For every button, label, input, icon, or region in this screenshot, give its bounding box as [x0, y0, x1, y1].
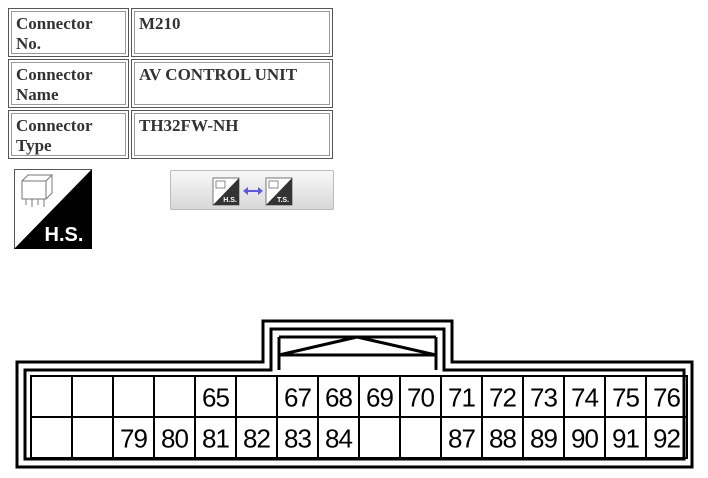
pin-cavity [30, 375, 73, 418]
pin-number: 65 [202, 383, 229, 413]
pin-number: 81 [202, 424, 229, 454]
pin-number: 73 [530, 383, 557, 413]
pin-number: 88 [489, 424, 516, 454]
connector-no-value: M210 [134, 11, 330, 54]
hs-icon-label: H.S. [45, 224, 84, 246]
pin-number: 90 [571, 424, 598, 454]
lock-tab [277, 335, 438, 370]
pin-number: 83 [284, 424, 311, 454]
pin-number: 70 [407, 383, 434, 413]
connector-no-label-cell: Connector No. [8, 8, 129, 57]
pin-number: 75 [612, 383, 639, 413]
connector-sketch-icon [21, 174, 54, 207]
pin-number: 76 [653, 383, 680, 413]
connector-type-value: TH32FW-NH [134, 113, 330, 156]
pin-cavity [30, 416, 73, 459]
toggle-graphic: H.S. T.S. [212, 177, 293, 206]
pin-cavity [153, 375, 196, 418]
connector-housing-outline [15, 319, 694, 469]
connector-face-diagram: 65 67 68 69 70 71 72 73 74 75 76 79 80 81 82 83 84 87 88 89… [15, 319, 694, 469]
pin-number: 68 [325, 383, 352, 413]
swap-arrow-icon [243, 187, 263, 195]
pin-cavity [71, 416, 114, 459]
pin-number: 79 [120, 424, 147, 454]
pin-cavity [645, 416, 688, 459]
ts-mini-label: T.S. [277, 197, 289, 204]
pin-number: 80 [161, 424, 188, 454]
connector-no-label: Connector No. [11, 11, 126, 54]
pin-number: 87 [448, 424, 475, 454]
connector-type-value-cell: TH32FW-NH [131, 110, 333, 159]
pin-number: 91 [612, 424, 639, 454]
hs-ts-toggle-button[interactable]: H.S. T.S. [170, 170, 334, 210]
pin-cavity [71, 375, 114, 418]
pin-number: 92 [653, 424, 680, 454]
connector-type-label: Connector Type [11, 113, 126, 156]
pin-cavity [235, 375, 278, 418]
hs-mini-label: H.S. [223, 197, 237, 204]
connector-name-value-cell: AV CONTROL UNIT [131, 59, 333, 108]
connector-no-value-cell: M210 [131, 8, 333, 57]
connector-type-label-cell: Connector Type [8, 110, 129, 159]
connector-name-label: Connector Name [11, 62, 126, 105]
pin-number: 72 [489, 383, 516, 413]
pin-cavity [399, 416, 442, 459]
pin-cavity [358, 416, 401, 459]
pin-number: 74 [571, 383, 598, 413]
connector-name-value: AV CONTROL UNIT [134, 62, 330, 105]
connector-name-label-cell: Connector Name [8, 59, 129, 108]
pin-number: 89 [530, 424, 557, 454]
pin-cavity [112, 375, 155, 418]
pin-number: 69 [366, 383, 393, 413]
pin-grid: 65 67 68 69 70 71 72 73 74 75 76 79 80 81 82 83 84 87 88 89… [30, 375, 688, 459]
pin-number: 82 [243, 424, 270, 454]
ts-mini-icon: T.S. [265, 177, 293, 206]
pin-number: 67 [284, 383, 311, 413]
hs-mini-icon: H.S. [212, 177, 240, 206]
harness-side-icon: H.S. [14, 169, 92, 249]
pin-number: 84 [325, 424, 352, 454]
pin-number: 71 [448, 383, 475, 413]
